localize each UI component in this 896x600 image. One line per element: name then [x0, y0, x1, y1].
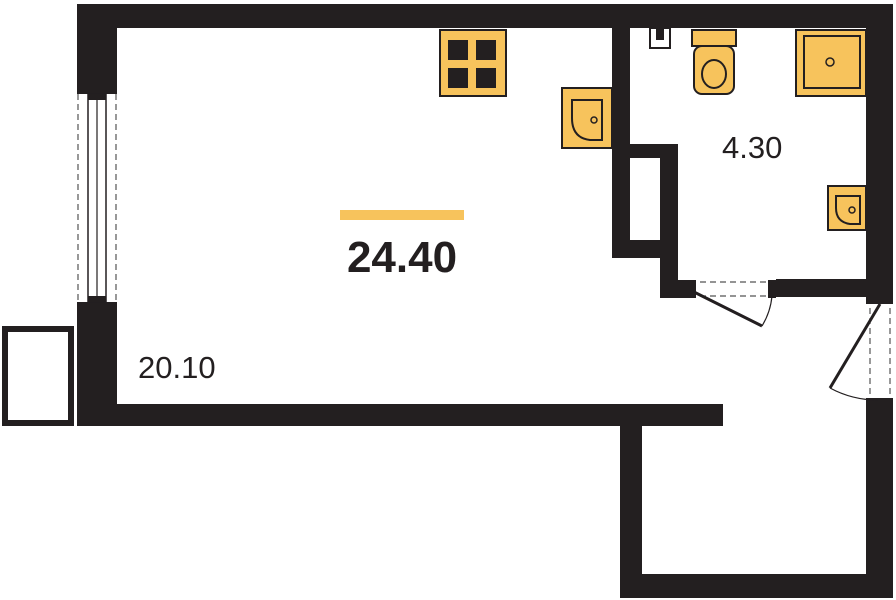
stove-icon	[439, 29, 507, 97]
wall-hall-left	[620, 424, 642, 597]
wall-bath-bottom-right	[776, 279, 893, 297]
wall-bottom-main	[77, 404, 723, 426]
entrance-door	[828, 296, 893, 406]
washbasin-icon	[827, 185, 867, 231]
bathroom-area-label: 4.30	[722, 130, 782, 165]
wall-hall-bottom	[620, 574, 893, 598]
toilet-icon	[691, 29, 737, 95]
main-room-area-label: 20.10	[138, 350, 216, 385]
shower-tray-icon	[795, 29, 867, 97]
window-left	[77, 93, 117, 303]
walls	[77, 4, 893, 598]
total-area-label: 24.40	[347, 233, 457, 282]
total-area-accent-bar	[340, 210, 464, 220]
wall-top	[77, 4, 893, 28]
wall-right-upper	[866, 4, 893, 298]
wall-left-upper	[77, 4, 117, 94]
pipe-icon	[649, 27, 671, 49]
niche-back	[612, 144, 630, 258]
partition-niche	[630, 158, 660, 240]
wall-right-lower	[866, 403, 893, 597]
kitchen-sink-icon	[561, 87, 613, 149]
balcony	[2, 326, 74, 426]
wall-bath-stub-vertical	[660, 144, 678, 298]
bathroom-door	[688, 280, 776, 328]
wall-bath-bottom-left	[660, 280, 690, 298]
